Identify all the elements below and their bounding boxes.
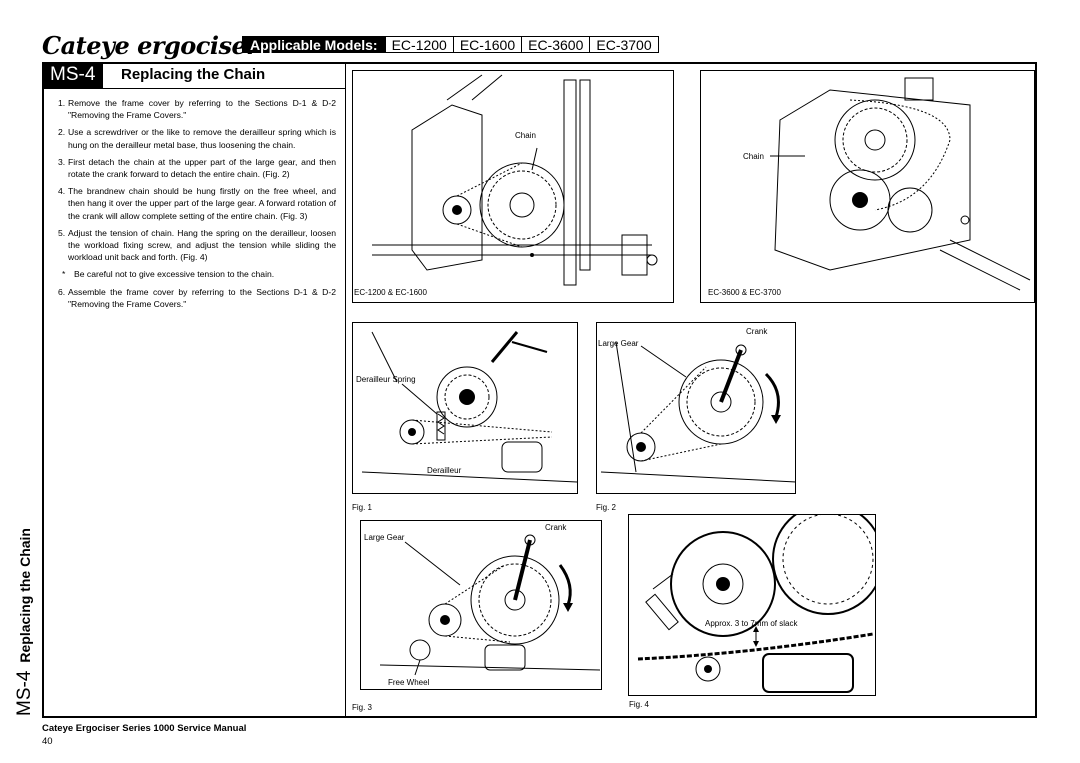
- figure-caption: Fig. 4: [629, 700, 650, 709]
- step-number: 6.: [58, 286, 66, 297]
- label-crank: Crank: [746, 327, 768, 336]
- step-text: Remove the frame cover by referring to t…: [68, 98, 336, 121]
- label-large-gear: Large Gear: [364, 533, 405, 542]
- step-text: First detach the chain at the upper part…: [68, 156, 336, 180]
- free-wheel-drawing: Large Gear Crank Free Wheel: [360, 520, 602, 690]
- section-underline: [42, 88, 345, 89]
- model-badge: EC-1600: [453, 36, 523, 53]
- frame-top-rule: [42, 62, 1037, 64]
- page-number: 40: [42, 736, 53, 747]
- label-chain: Chain: [515, 131, 536, 140]
- label-derailleur-spring: Derailleur Spring: [356, 375, 416, 384]
- note-text: Be careful not to give excessive tension…: [74, 269, 275, 280]
- brand-name: Cateye ergociser: [42, 31, 259, 60]
- label-crank: Crank: [545, 523, 567, 532]
- model-badge: EC-3600: [522, 36, 591, 53]
- model-badge: EC-3700: [590, 36, 659, 53]
- label-free-wheel: Free Wheel: [388, 678, 430, 687]
- large-gear-drawing: Large Gear Crank: [596, 322, 796, 494]
- section-title: Replacing the Chain: [121, 66, 266, 83]
- figure-ec3600-ec3700: Chain EC-3600 & EC-3700: [700, 70, 1035, 303]
- label-derailleur: Derailleur: [427, 466, 462, 475]
- step-number: 2.: [58, 127, 66, 138]
- derailleur-drawing: Derailleur Spring Derailleur: [352, 322, 578, 494]
- step-item: 4.The brandnew chain should be hung firs…: [58, 185, 336, 222]
- figure-1: Derailleur Spring Derailleur Fig. 1: [352, 322, 578, 512]
- step-text: Use a screwdriver or the like to remove …: [68, 127, 336, 150]
- side-section-text: Replacing the Chain: [17, 528, 33, 663]
- step-text: The brandnew chain should be hung firstl…: [68, 186, 336, 221]
- bike-drawing-ec1200: Chain: [352, 70, 674, 303]
- step-number: 1.: [58, 98, 66, 108]
- figure-ec1200-ec1600: Chain EC-1200 & EC-1600: [352, 70, 674, 303]
- figure-caption: Fig. 1: [352, 503, 373, 512]
- footer-manual-title: Cateye Ergociser Series 1000 Service Man…: [42, 723, 247, 734]
- step-number: 4.: [58, 186, 66, 197]
- frame-right-rule: [1035, 62, 1037, 718]
- frame-left-rule: [42, 62, 44, 718]
- section-code-badge: MS-4: [42, 62, 104, 88]
- step-item: 5.Adjust the tension of chain. Hang the …: [58, 227, 336, 264]
- label-chain: Chain: [743, 152, 764, 161]
- figure-4: Approx. 3 to 7mm of slack Fig. 4: [628, 514, 876, 709]
- models-label: Applicable Models:: [242, 36, 386, 53]
- column-divider: [345, 62, 346, 718]
- figure-3: Large Gear Crank Free Wheel Fig. 3: [352, 520, 602, 712]
- step-item: 1.Remove the frame cover by referring to…: [58, 97, 336, 121]
- figure-caption: Fig. 3: [352, 703, 373, 712]
- figure-caption: Fig. 2: [596, 503, 617, 512]
- brand-logo: Cateye ergociser: [42, 31, 276, 60]
- step-text: Adjust the tension of chain. Hang the sp…: [68, 227, 336, 263]
- frame-bottom-rule: [42, 716, 1037, 718]
- bike-drawing-ec3600: Chain: [700, 70, 1035, 303]
- model-badge: EC-1200: [385, 36, 454, 53]
- figure-caption: EC-1200 & EC-1600: [354, 288, 427, 297]
- side-section-label: MS-4 Replacing the Chain: [14, 528, 36, 716]
- figure-caption: EC-3600 & EC-3700: [708, 288, 781, 297]
- side-section-code: MS-4: [14, 670, 35, 716]
- label-slack: Approx. 3 to 7mm of slack: [705, 619, 798, 628]
- note-mark: *: [62, 269, 66, 280]
- applicable-models-bar: Applicable Models: EC-1200 EC-1600 EC-36…: [242, 36, 659, 53]
- step-item: 3.First detach the chain at the upper pa…: [58, 156, 336, 180]
- chain-slack-drawing: Approx. 3 to 7mm of slack: [628, 514, 876, 696]
- step-item: 6.Assemble the frame cover by referring …: [58, 286, 336, 310]
- procedure-steps: 1.Remove the frame cover by referring to…: [58, 97, 336, 315]
- figure-2: Large Gear Crank Fig. 2: [596, 322, 796, 512]
- step-number: 3.: [58, 156, 66, 167]
- step-item: 2.Use a screwdriver or the like to remov…: [58, 126, 336, 150]
- step-text: Assemble the frame cover by referring to…: [68, 286, 336, 309]
- caution-note: * Be careful not to give excessive tensio…: [58, 268, 336, 280]
- label-large-gear: Large Gear: [598, 339, 639, 348]
- step-number: 5.: [58, 227, 66, 238]
